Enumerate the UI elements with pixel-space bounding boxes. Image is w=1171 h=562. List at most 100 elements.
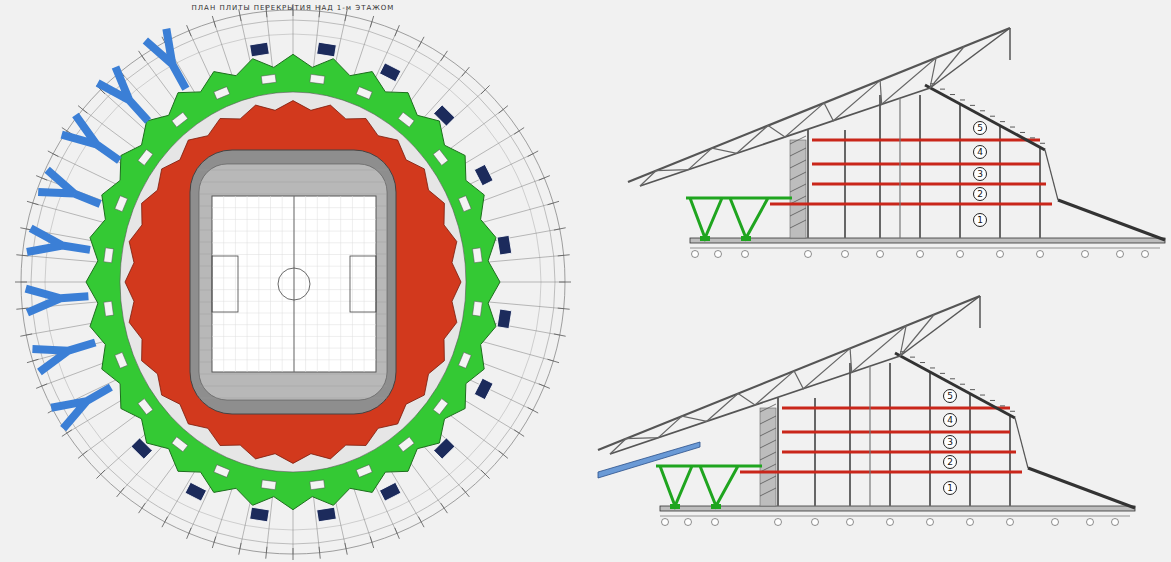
slab-opening [115, 352, 128, 368]
roof-column [899, 98, 900, 238]
axis-bubble [1007, 519, 1014, 526]
slab-opening [261, 480, 276, 490]
floor-slab [782, 407, 1010, 410]
stair-block [474, 164, 493, 185]
column [999, 126, 1001, 238]
stand-grid [199, 170, 387, 171]
axis-tick [499, 106, 508, 114]
axis-tick [239, 543, 241, 555]
slab-opening [214, 465, 230, 478]
column [959, 104, 961, 238]
stair-flight [790, 172, 806, 180]
axis-tick [528, 151, 539, 157]
slab-opening [172, 112, 188, 127]
axis-bubble [1037, 251, 1044, 258]
axis-tick [395, 25, 400, 36]
axis-tick [187, 25, 192, 36]
field-grid [247, 196, 248, 372]
stair-flight [760, 452, 776, 460]
slab-opening [310, 74, 325, 84]
axis-tick [418, 517, 424, 528]
field-grid [329, 196, 330, 372]
axis-tick [441, 51, 448, 61]
slab-opening [473, 301, 483, 316]
field-grid [364, 196, 365, 372]
callout-number: 2 [947, 458, 953, 467]
level-number: 1 [943, 481, 957, 495]
callout-number: 3 [977, 170, 983, 179]
callout-number: 5 [977, 124, 983, 133]
support-base [670, 504, 680, 509]
stand-outer [190, 150, 396, 414]
truss-web [900, 296, 980, 356]
floor-slab [812, 183, 1046, 186]
field-grid [223, 196, 224, 372]
axis-tick [528, 407, 539, 413]
blue-ramp [145, 29, 196, 95]
seat-step [1020, 132, 1025, 133]
column [879, 95, 881, 238]
stair-block [317, 507, 337, 522]
support-base [741, 236, 751, 241]
level-number: 5 [943, 389, 957, 403]
callout-number: 1 [977, 216, 983, 225]
upper-tier [895, 353, 1015, 418]
green-support [656, 466, 762, 506]
seat-step [960, 99, 965, 100]
axis-tick [139, 51, 146, 61]
axis-tick [554, 228, 566, 230]
field-grid [235, 196, 236, 372]
axis-tick [370, 537, 373, 548]
dimension-line [690, 248, 1160, 249]
slab-opening [473, 248, 483, 263]
axis-bubble [692, 251, 699, 258]
grid-circle [21, 10, 565, 554]
axis-tick [78, 106, 87, 114]
stair-flight [760, 404, 776, 412]
football-field [212, 196, 376, 372]
red-slab [125, 101, 461, 464]
slab-opening [172, 437, 188, 452]
tier-edge [1045, 150, 1058, 200]
axis-tick [96, 470, 104, 478]
callout-number: 4 [977, 148, 983, 157]
stair-block [379, 63, 400, 82]
slab-opening [458, 352, 471, 368]
axis-bubble [887, 519, 894, 526]
axis-tick [117, 488, 125, 497]
seat-step [1030, 137, 1035, 138]
axis-tick [499, 451, 508, 459]
axis-tick [266, 547, 267, 559]
grid-circle [45, 34, 541, 530]
axis-tick [212, 16, 215, 27]
axis-tick [514, 430, 524, 437]
slab-opening [104, 301, 114, 316]
slab-opening [398, 112, 414, 127]
slab-opening [138, 149, 153, 165]
column [969, 394, 971, 506]
stair-flight [790, 148, 806, 156]
axis-bubble [712, 519, 719, 526]
level-number: 3 [943, 435, 957, 449]
lower-tier [1028, 468, 1135, 508]
stair-flight [760, 476, 776, 484]
blue-ramp [51, 377, 117, 429]
ramp-support [145, 29, 196, 95]
axis-tick [27, 201, 38, 204]
axis-tick [345, 543, 347, 555]
blue-ramp [26, 284, 90, 312]
slab-opening [433, 399, 448, 415]
field-grid [270, 196, 271, 372]
seat-step [980, 395, 985, 396]
axis-bubble [805, 251, 812, 258]
field-grid [293, 196, 294, 372]
axis-tick [462, 488, 470, 497]
stand-section [628, 28, 1165, 258]
seat-step [1010, 411, 1015, 412]
field-grid [340, 196, 341, 372]
stair-core [760, 408, 776, 506]
stair-flight [760, 416, 776, 424]
axis-tick [514, 128, 524, 135]
axis-tick [162, 517, 168, 528]
blue-ramp [38, 170, 104, 215]
